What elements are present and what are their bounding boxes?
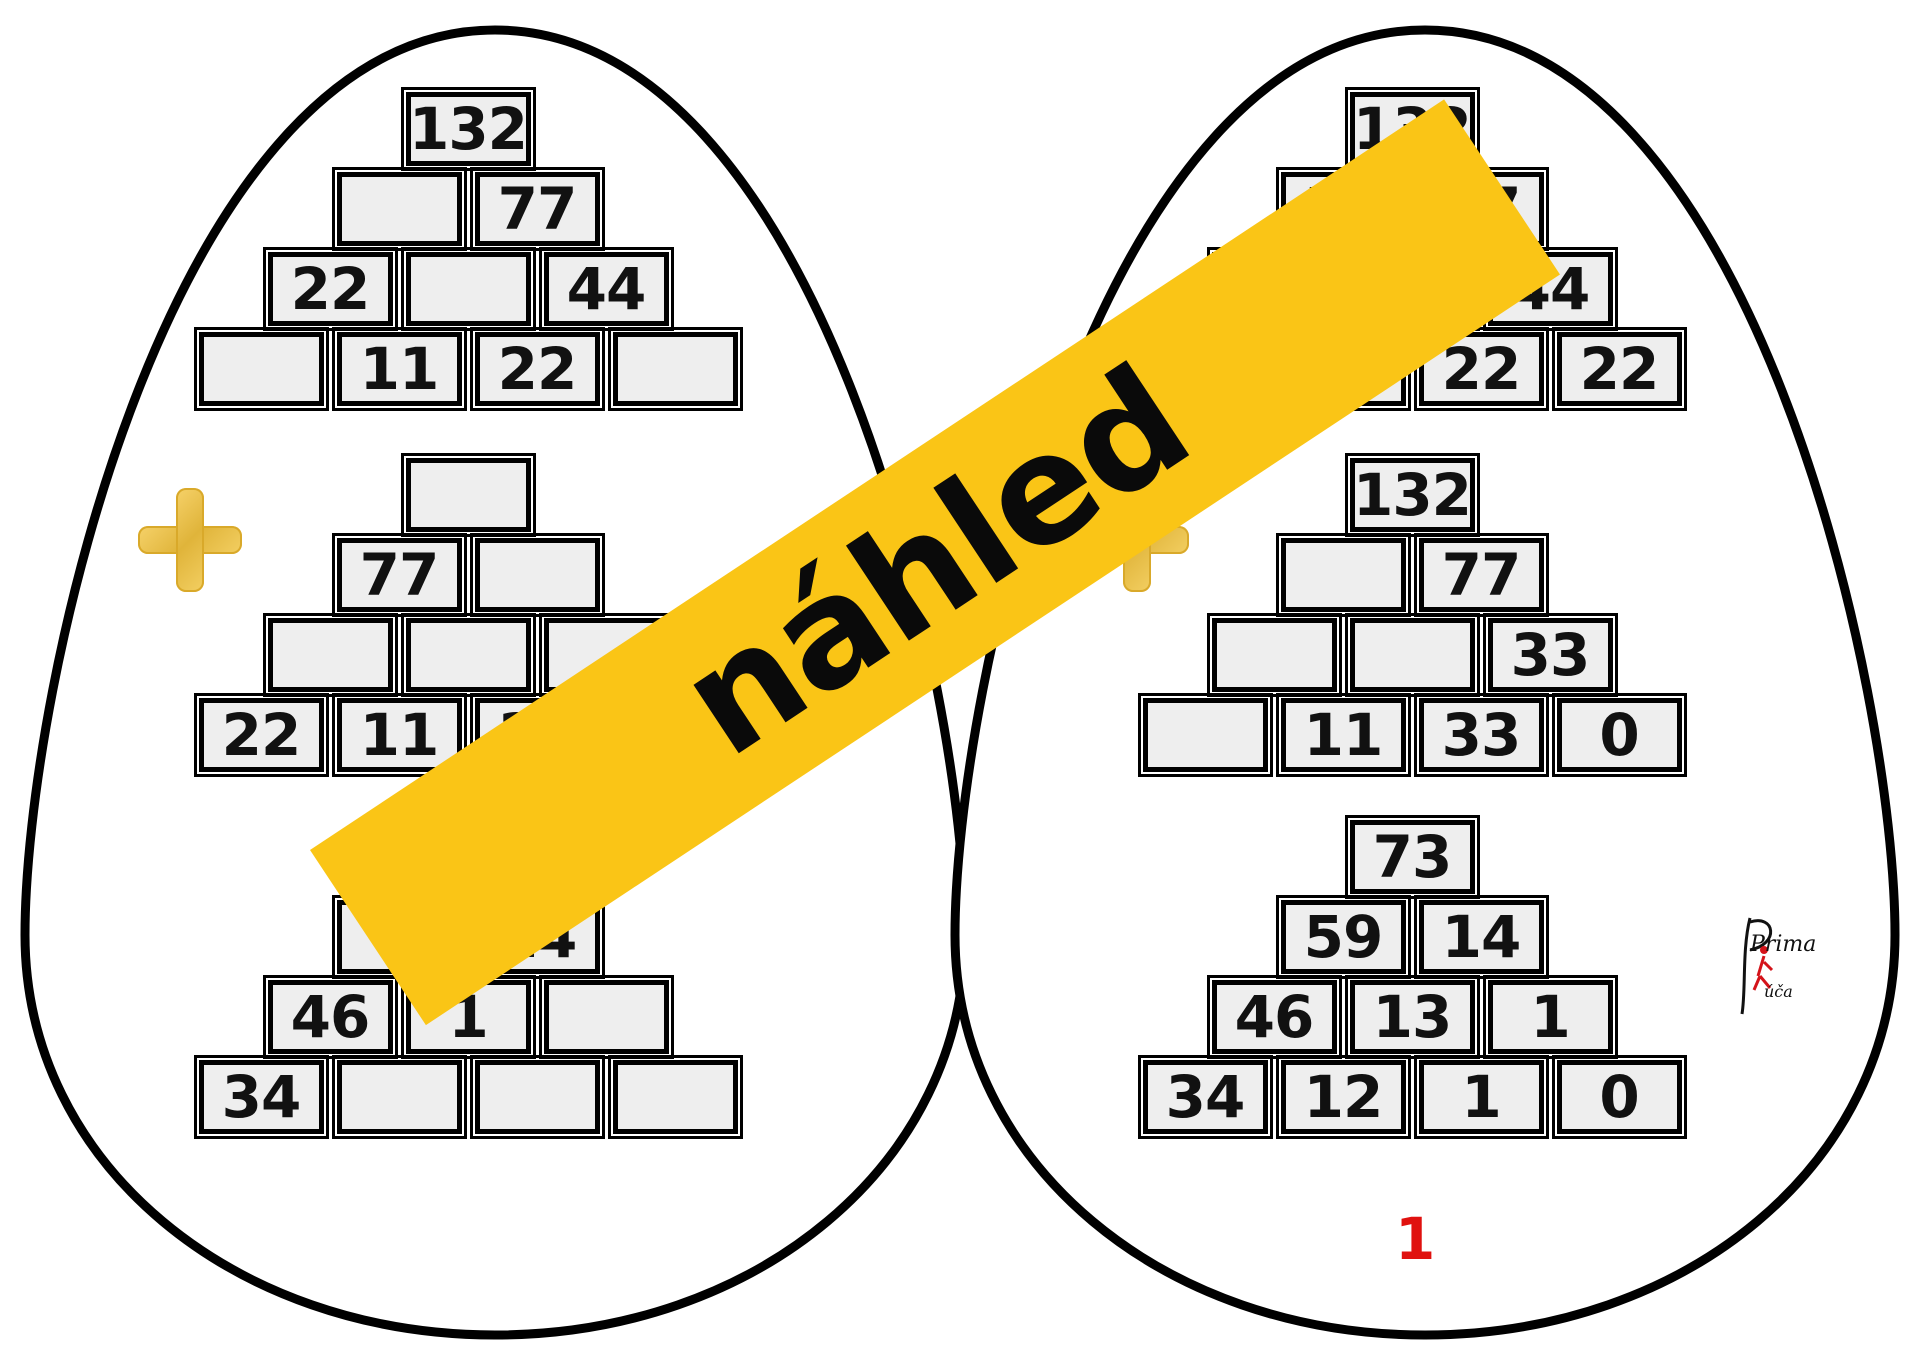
pyramid-row: 132 — [400, 87, 536, 171]
pyramid-cell: 22 — [193, 693, 329, 777]
empty-pyramid-cell[interactable] — [607, 1055, 743, 1139]
empty-pyramid-cell[interactable] — [331, 1055, 467, 1139]
pyramid-cell: 13 — [1344, 975, 1480, 1059]
empty-pyramid-cell[interactable] — [607, 327, 743, 411]
empty-pyramid-cell[interactable] — [193, 327, 329, 411]
pyramid-row: 34 — [193, 1055, 743, 1139]
pyramid-cell: 12 — [1275, 1055, 1411, 1139]
pyramid-cell: 11 — [331, 327, 467, 411]
pyramid-cell: 11 — [331, 693, 467, 777]
plus-icon — [138, 488, 242, 592]
logo: Prima úča — [1720, 910, 1816, 1020]
empty-pyramid-cell[interactable] — [469, 1055, 605, 1139]
pyramid-cell: 0 — [1551, 1055, 1687, 1139]
logo-line2: úča — [1764, 982, 1793, 1001]
pyramid-row: 77 — [331, 167, 605, 251]
pyramid-cell: 73 — [1344, 815, 1480, 899]
pyramid-cell: 1 — [1413, 1055, 1549, 1139]
empty-pyramid-cell[interactable] — [1275, 533, 1411, 617]
pyramid-cell: 11 — [1275, 693, 1411, 777]
pyramid-cell: 1 — [1482, 975, 1618, 1059]
pyramid-cell: 132 — [1344, 453, 1480, 537]
pyramid-cell: 44 — [538, 247, 674, 331]
pyramid-row: 22 44 — [262, 247, 674, 331]
pyramid-cell: 59 — [1275, 895, 1411, 979]
pyramid-row: 73 — [1344, 815, 1480, 899]
pyramid-cell: 14 — [1413, 895, 1549, 979]
empty-pyramid-cell[interactable] — [1137, 693, 1273, 777]
pyramid-cell: 34 — [1137, 1055, 1273, 1139]
empty-pyramid-cell[interactable] — [538, 975, 674, 1059]
pyramid-row: 33 — [1206, 613, 1618, 697]
pyramid-cell: 22 — [1413, 327, 1549, 411]
empty-pyramid-cell[interactable] — [400, 453, 536, 537]
pyramid-cell: 77 — [469, 167, 605, 251]
pyramid-cell: 46 — [1206, 975, 1342, 1059]
empty-pyramid-cell[interactable] — [469, 533, 605, 617]
empty-pyramid-cell[interactable] — [1206, 613, 1342, 697]
page-number: 1 — [1395, 1205, 1436, 1273]
pyramid-cell: 77 — [331, 533, 467, 617]
pyramid-cell: 22 — [1551, 327, 1687, 411]
empty-pyramid-cell[interactable] — [331, 167, 467, 251]
pyramid-row: 77 — [331, 533, 605, 617]
empty-pyramid-cell[interactable] — [400, 613, 536, 697]
pyramid-row — [400, 453, 536, 537]
pyramid-cell: 33 — [1413, 693, 1549, 777]
pyramid-row: 77 — [1275, 533, 1549, 617]
logo-line1: Prima — [1750, 932, 1817, 957]
pyramid-cell: 22 — [262, 247, 398, 331]
pyramid-cell: 0 — [1551, 693, 1687, 777]
pyramid-cell: 22 — [469, 327, 605, 411]
pyramid-row: 132 — [1344, 453, 1480, 537]
empty-pyramid-cell[interactable] — [1344, 613, 1480, 697]
pyramid-cell: 77 — [1413, 533, 1549, 617]
empty-pyramid-cell[interactable] — [400, 247, 536, 331]
pyramid-cell: 34 — [193, 1055, 329, 1139]
pyramid-cell: 132 — [400, 87, 536, 171]
pyramid-cell: 33 — [1482, 613, 1618, 697]
pyramid-cell: 46 — [262, 975, 398, 1059]
empty-pyramid-cell[interactable] — [262, 613, 398, 697]
